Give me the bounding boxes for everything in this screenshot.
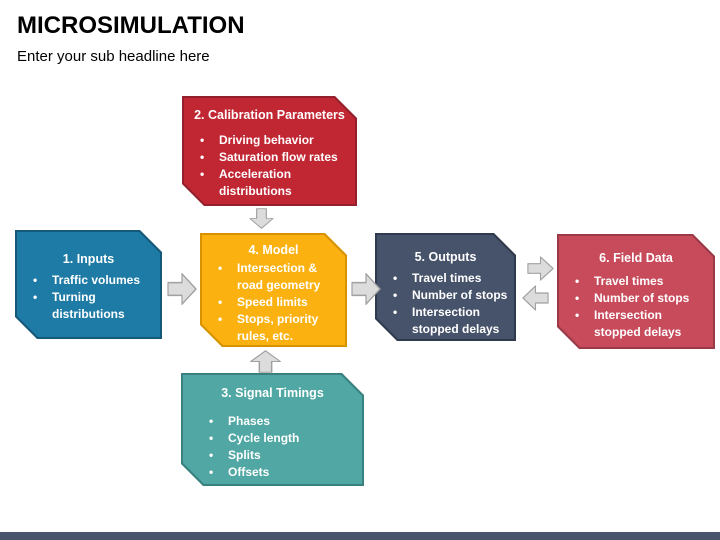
- box-title: 5. Outputs: [414, 250, 477, 264]
- list-item: Turning distributions: [25, 289, 154, 323]
- arrow-right-icon: [527, 254, 554, 283]
- box-title: 4. Model: [248, 243, 299, 257]
- bullet-list: Travel times Number of stops Intersectio…: [559, 273, 713, 341]
- box-field-data: 6. Field Data Travel times Number of sto…: [557, 234, 715, 349]
- list-item: Travel times: [385, 270, 508, 287]
- slide-subtitle: Enter your sub headline here: [17, 48, 210, 65]
- list-item: Offsets: [201, 464, 356, 481]
- bullet-list: Travel times Number of stops Intersectio…: [377, 270, 514, 338]
- list-item: Intersection stopped delays: [385, 304, 508, 338]
- list-item: Speed limits: [210, 294, 339, 311]
- list-item: Number of stops: [567, 290, 707, 307]
- list-item: Splits: [201, 447, 356, 464]
- list-item: Intersection stopped delays: [567, 307, 707, 341]
- arrow-left-icon: [522, 283, 549, 313]
- list-item: Driving behavior: [192, 132, 349, 149]
- box-model: 4. Model Intersection & road geometry Sp…: [200, 233, 347, 347]
- box-signal-timings-fill: 3. Signal Timings Phases Cycle length Sp…: [183, 375, 362, 484]
- box-outputs: 5. Outputs Travel times Number of stops …: [375, 233, 516, 341]
- box-field-data-fill: 6. Field Data Travel times Number of sto…: [559, 236, 713, 347]
- bullet-list: Traffic volumes Turning distributions: [17, 272, 160, 323]
- slide-title: MICROSIMULATION: [17, 12, 245, 39]
- list-item: Stops, priority rules, etc.: [210, 311, 339, 345]
- box-title: 2. Calibration Parameters: [194, 108, 345, 122]
- arrow-right-icon: [167, 270, 197, 308]
- list-item: Travel times: [567, 273, 707, 290]
- list-item: Acceleration distributions: [192, 166, 349, 200]
- bullet-list: Driving behavior Saturation flow rates A…: [184, 132, 355, 200]
- list-item: Cycle length: [201, 430, 356, 447]
- arrow-down-icon: [247, 208, 276, 229]
- list-item: Intersection & road geometry: [210, 260, 339, 294]
- list-item: Number of stops: [385, 287, 508, 304]
- list-item: Phases: [201, 413, 356, 430]
- box-outputs-fill: 5. Outputs Travel times Number of stops …: [377, 235, 514, 339]
- box-model-fill: 4. Model Intersection & road geometry Sp…: [202, 235, 345, 345]
- list-item: Saturation flow rates: [192, 149, 349, 166]
- bullet-list: Intersection & road geometry Speed limit…: [202, 260, 345, 345]
- arrow-right-icon: [351, 270, 381, 308]
- bullet-list: Phases Cycle length Splits Offsets: [183, 413, 362, 481]
- list-item: Traffic volumes: [25, 272, 154, 289]
- footer-accent-bar: [0, 532, 720, 540]
- box-inputs: 1. Inputs Traffic volumes Turning distri…: [15, 230, 162, 339]
- box-title: 6. Field Data: [599, 251, 673, 265]
- box-title: 1. Inputs: [62, 252, 115, 266]
- box-inputs-fill: 1. Inputs Traffic volumes Turning distri…: [17, 232, 160, 337]
- arrow-up-icon: [247, 350, 284, 373]
- box-signal-timings: 3. Signal Timings Phases Cycle length Sp…: [181, 373, 364, 486]
- box-title: 3. Signal Timings: [221, 386, 324, 400]
- box-calibration-fill: 2. Calibration Parameters Driving behavi…: [184, 98, 355, 204]
- box-calibration-parameters: 2. Calibration Parameters Driving behavi…: [182, 96, 357, 206]
